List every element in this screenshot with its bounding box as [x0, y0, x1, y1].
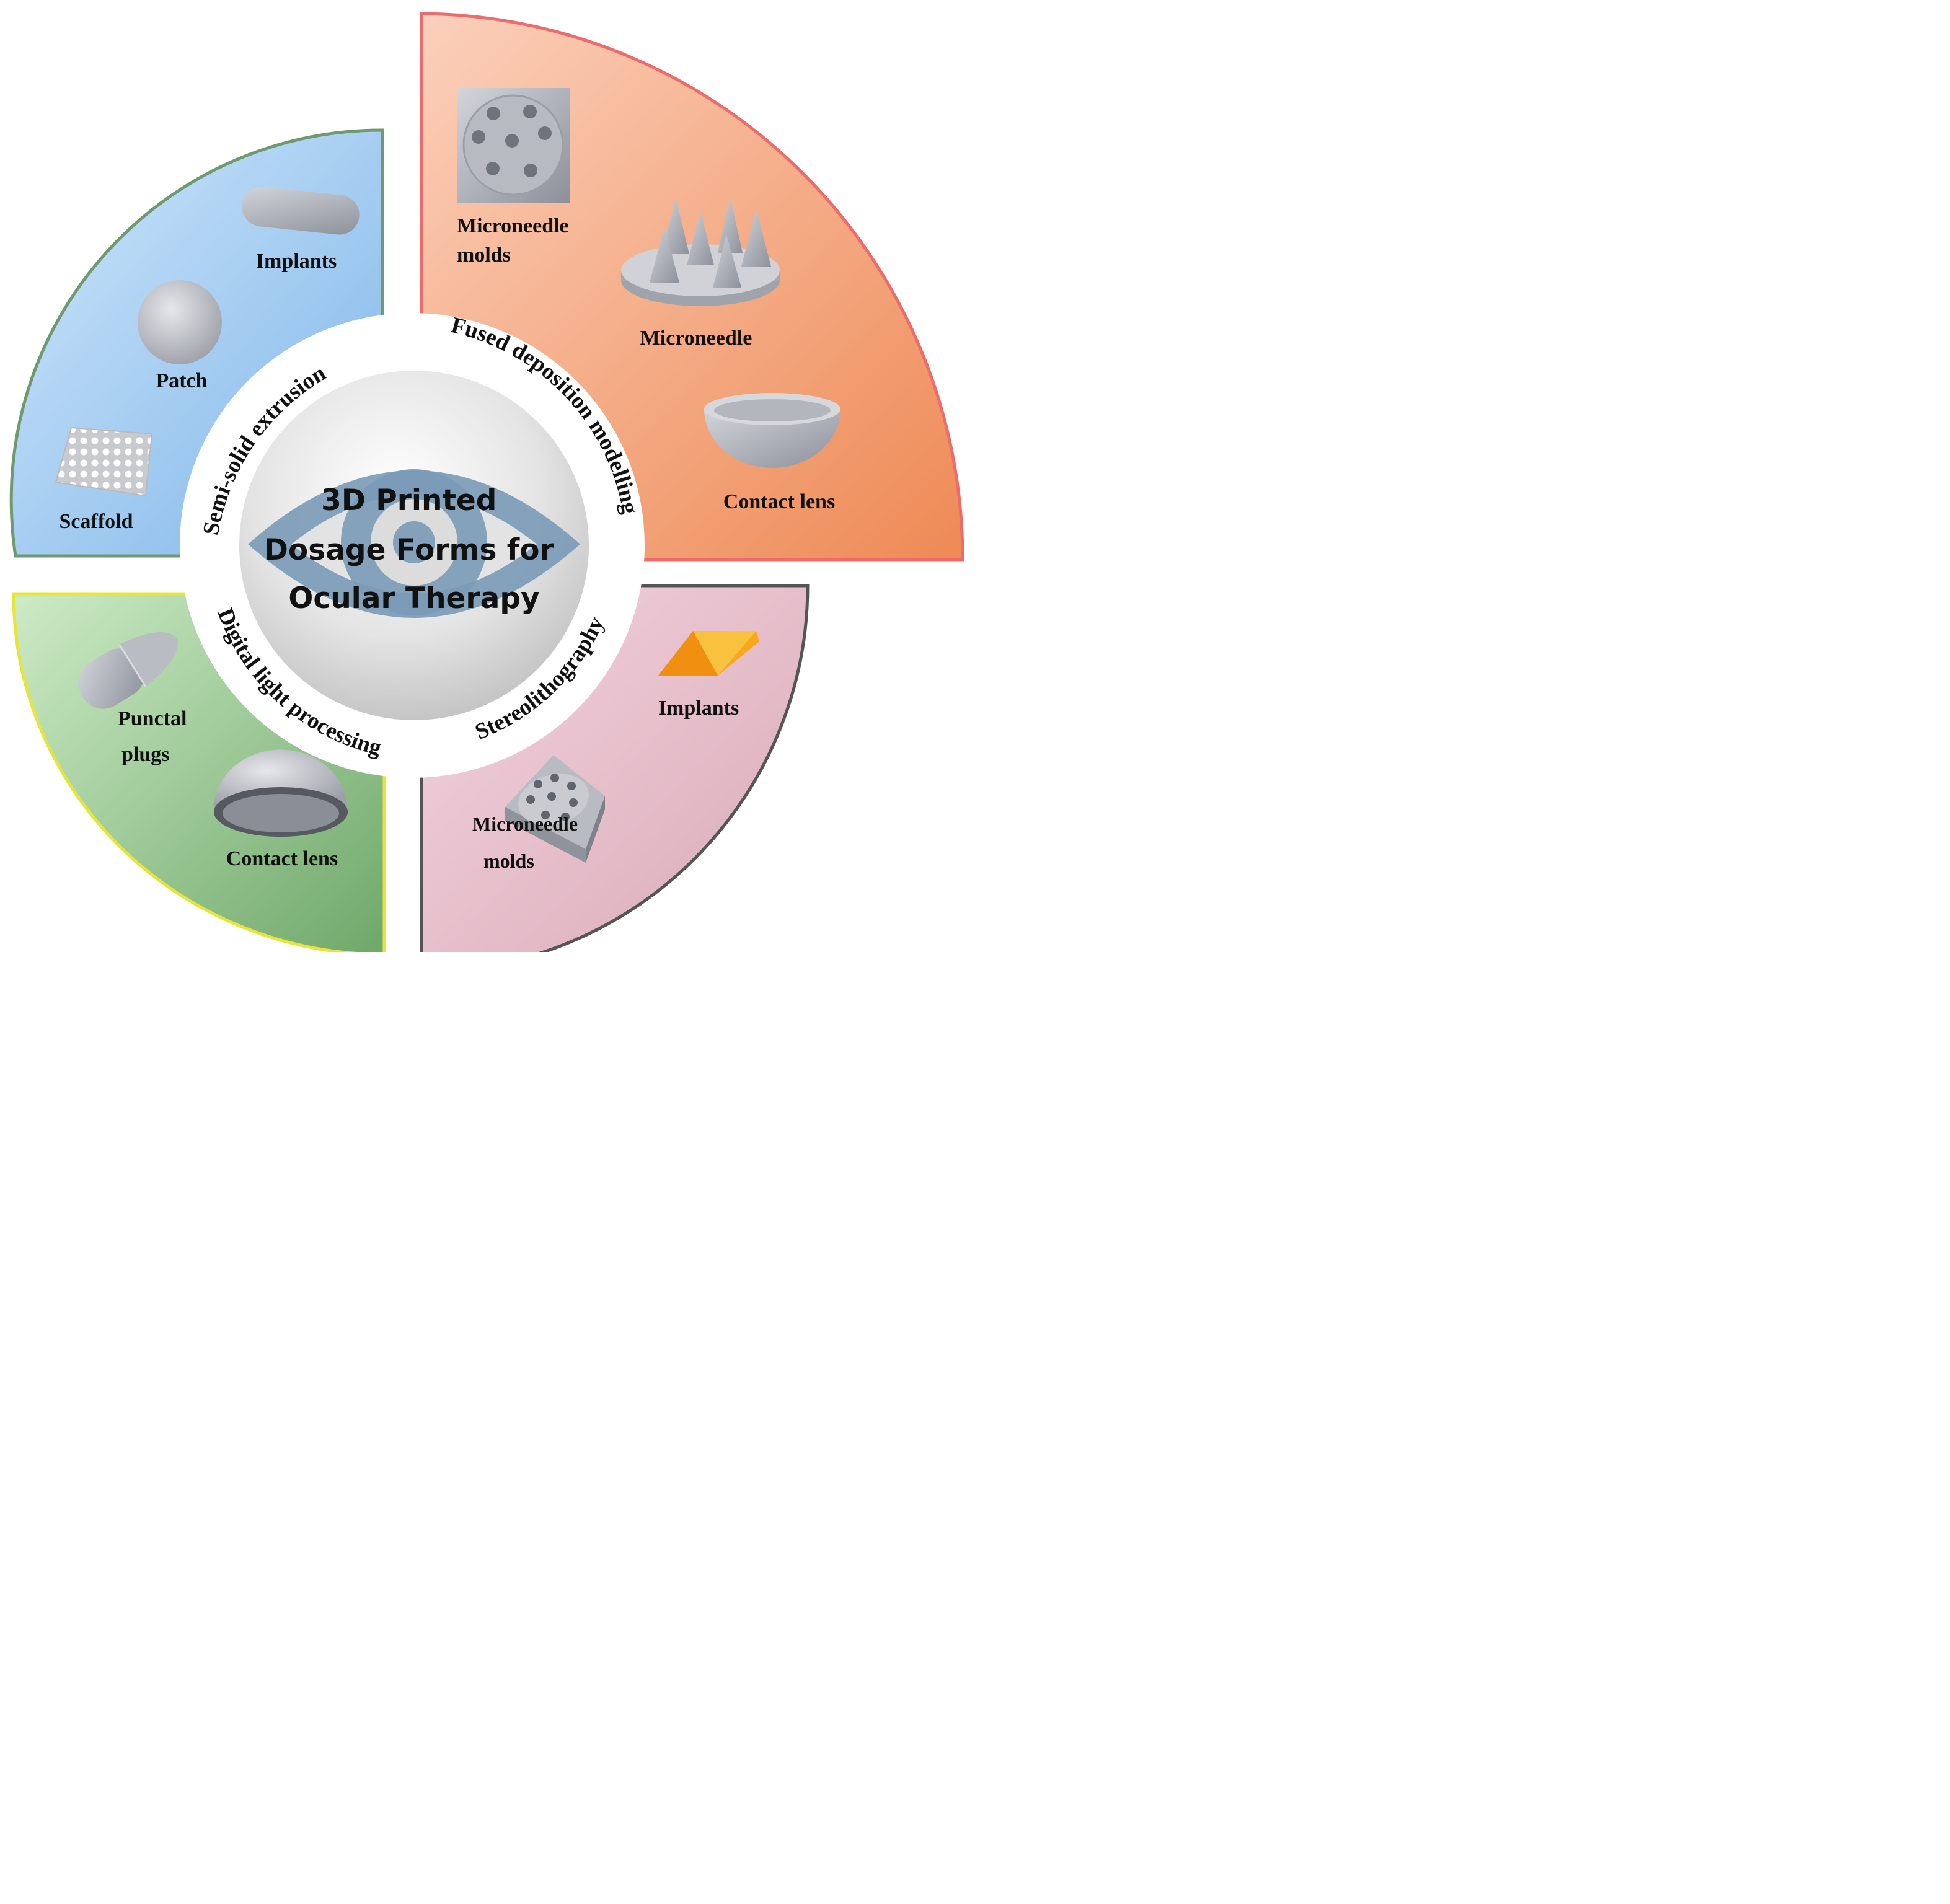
item-label-microneedle: Microneedle	[640, 327, 752, 350]
scaffold-mesh-icon	[55, 426, 153, 497]
center-title-line-3: Ocular Therapy	[288, 581, 539, 615]
center-title-line-2: Dosage Forms for	[264, 533, 555, 567]
eye-icon	[248, 469, 580, 618]
item-label-punctal-plugs-line2: plugs	[121, 743, 170, 766]
contact-lens-bowl-icon	[704, 393, 840, 468]
item-label-microneedle-molds-sla-line2: molds	[483, 850, 534, 872]
microneedle-mold-sla-icon	[505, 755, 605, 863]
item-label-contact-lens-fdm: Contact lens	[723, 490, 835, 513]
item-label-contact-lens-dlp: Contact lens	[226, 847, 338, 870]
implant-crystal-icon	[658, 631, 759, 676]
item-label-punctal-plugs: Punctal	[118, 707, 187, 730]
diagram: 3D Printed Dosage Forms for Ocular Thera…	[9, 12, 964, 952]
item-label-microneedle-molds-fdm: Microneedle molds	[457, 214, 574, 267]
center-title: 3D Printed Dosage Forms for Ocular Thera…	[264, 483, 564, 615]
item-label-patch: Patch	[156, 369, 207, 392]
center-title-line-1: 3D Printed	[321, 483, 496, 518]
item-label-implants-semi: Implants	[256, 250, 337, 273]
punctal-plug-icon	[78, 632, 178, 709]
item-label-scaffold: Scaffold	[60, 510, 133, 533]
implant-rod-icon	[242, 187, 360, 235]
microneedle-mold-icon	[457, 88, 570, 203]
microneedle-array-icon	[621, 197, 780, 306]
item-label-microneedle-molds-sla: Microneedle	[472, 813, 578, 835]
item-label-implants-sla: Implants	[658, 697, 739, 720]
patch-disc-icon	[138, 280, 222, 364]
contact-lens-dome-icon	[214, 749, 348, 837]
